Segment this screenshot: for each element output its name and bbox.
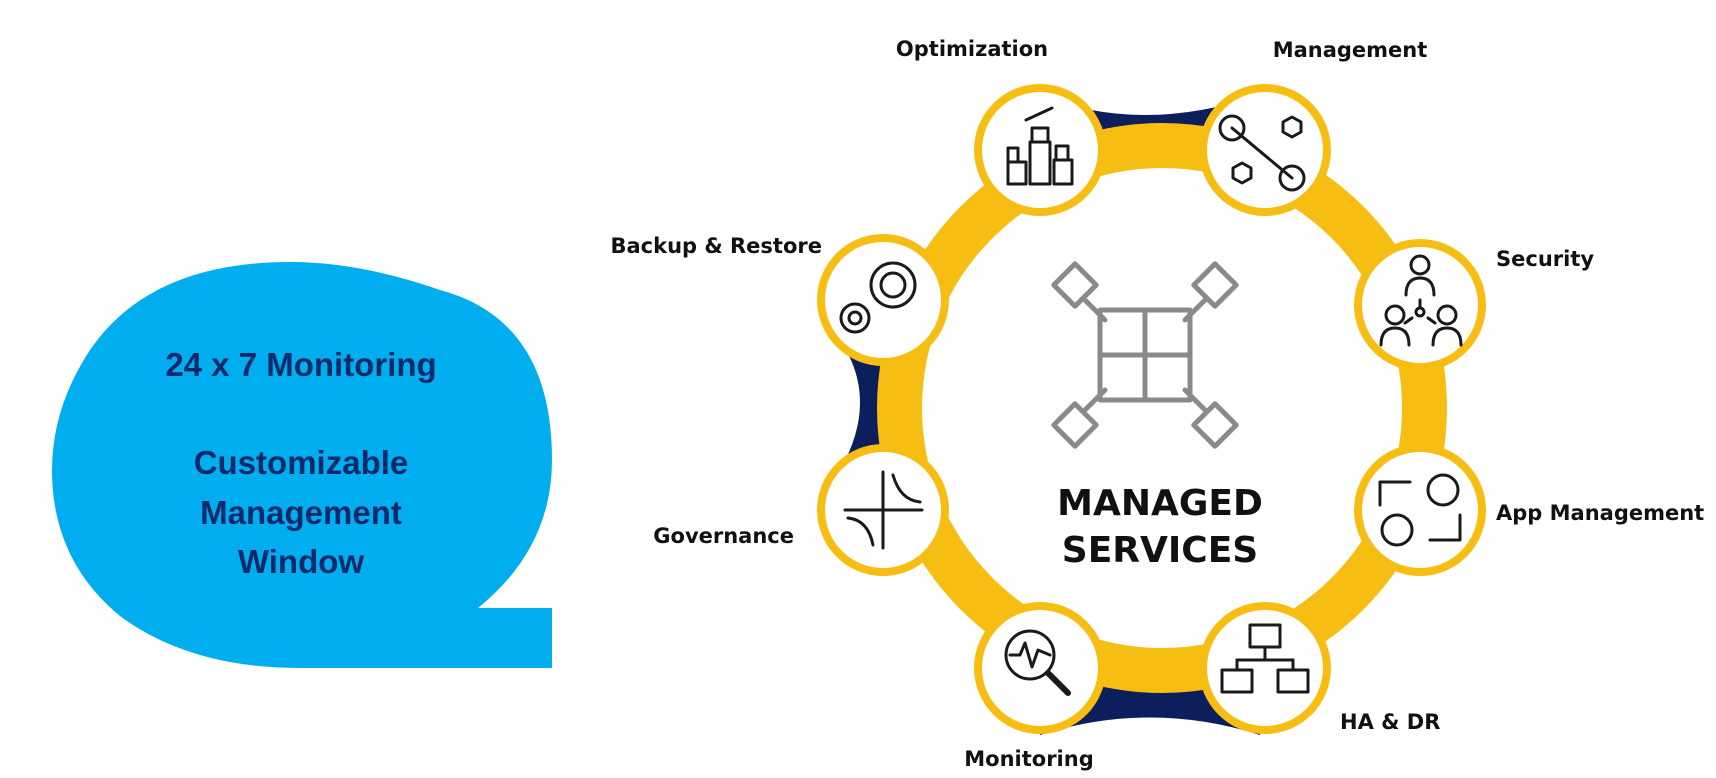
speech-bubble xyxy=(52,262,552,668)
magnifier-pulse-icon xyxy=(1004,629,1071,696)
node-label-app-management: App Management xyxy=(1496,501,1704,525)
bubble-line-window: Window xyxy=(237,543,365,580)
bubble-line-management: Management xyxy=(200,494,402,531)
graph-axes-icon xyxy=(843,470,924,550)
center-title-line2: SERVICES xyxy=(1062,530,1258,571)
node-label-monitoring: Monitoring xyxy=(964,747,1093,771)
node-label-governance: Governance xyxy=(653,524,794,548)
node-label-ha-dr: HA & DR xyxy=(1340,710,1440,734)
node-label-management: Management xyxy=(1273,38,1428,62)
wrench-nuts-icon xyxy=(1218,114,1306,192)
team-network-icon xyxy=(1379,254,1463,347)
puzzle-hands-icon xyxy=(1051,261,1239,449)
network-computers-icon xyxy=(1220,623,1310,694)
bubble-line-customizable: Customizable xyxy=(193,444,409,481)
node-label-optimization: Optimization xyxy=(896,37,1048,61)
bubble-line-monitoring: 24 x 7 Monitoring xyxy=(165,346,437,383)
center-title-line1: MANAGED xyxy=(1057,483,1263,524)
user-exchange-icon xyxy=(1378,473,1462,547)
gear-person-icon xyxy=(839,261,917,334)
node-label-security: Security xyxy=(1496,247,1594,271)
center-disc xyxy=(922,168,1402,648)
node-label-backup-restore: Backup & Restore xyxy=(611,234,823,258)
hands-raised-icon xyxy=(1006,106,1074,186)
